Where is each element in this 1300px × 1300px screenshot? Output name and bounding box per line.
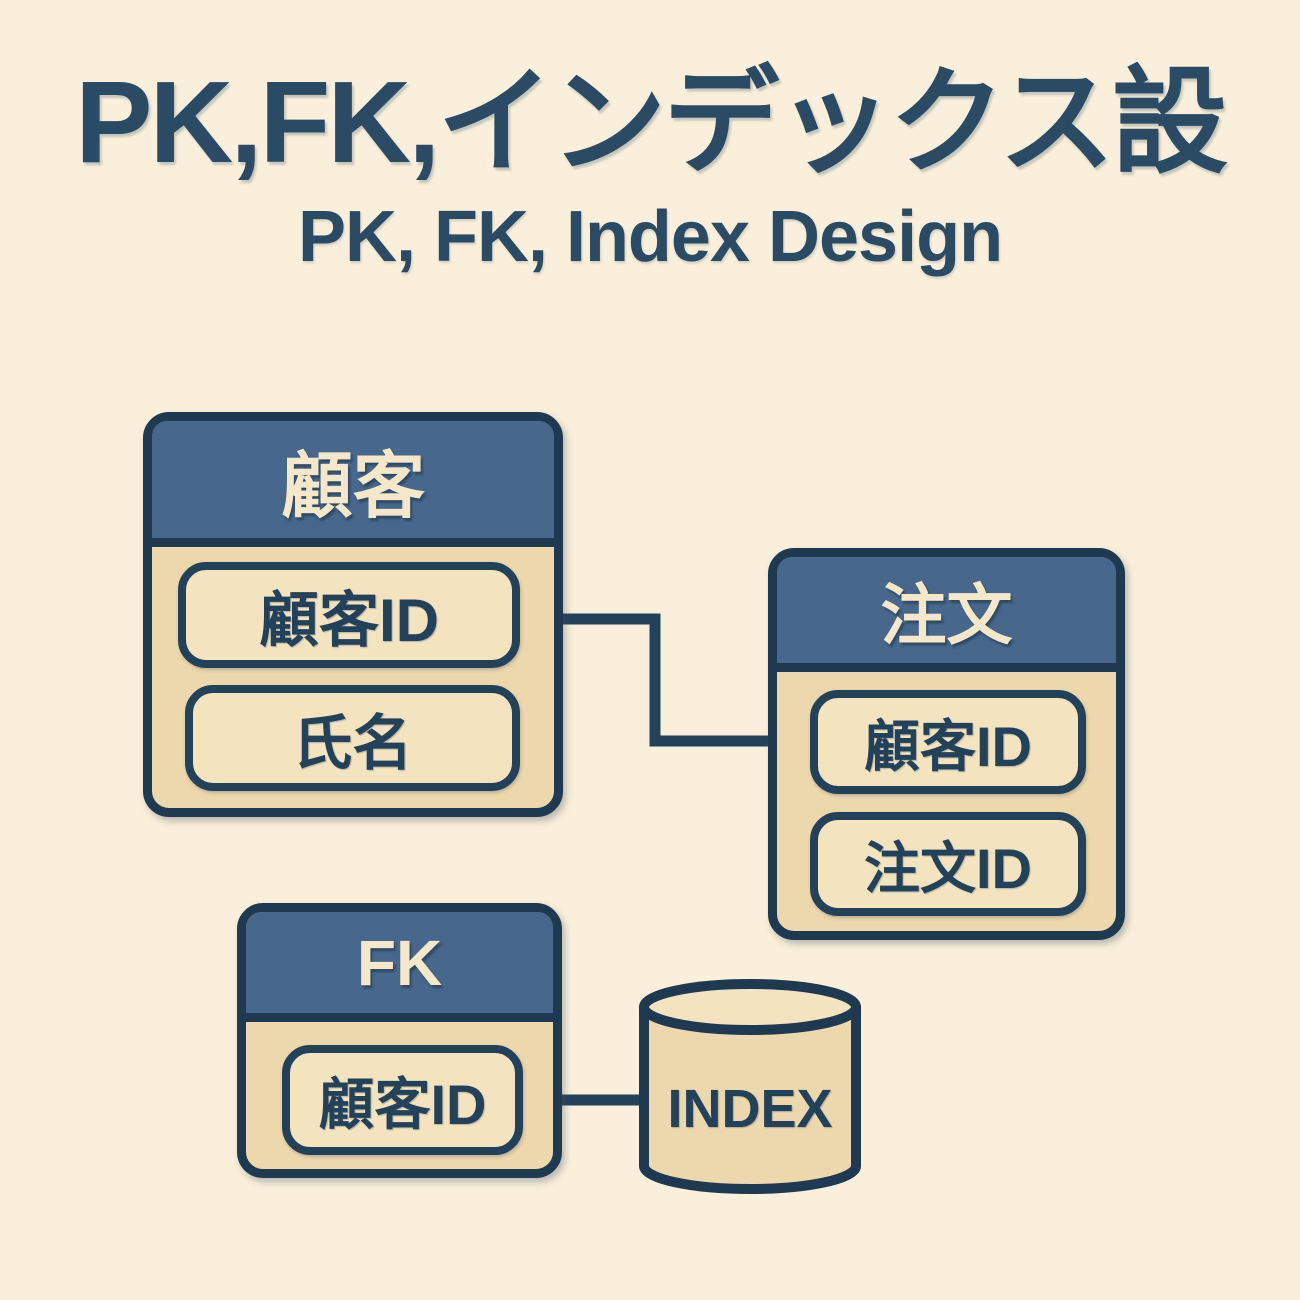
customer-table: 顧客 顧客ID 氏名 [143,412,563,817]
title-block: PK,FK,インデックス設 PK, FK, Index Design [0,52,1300,278]
fk-table: FK 顧客ID [237,903,562,1178]
page-subtitle: PK, FK, Index Design [297,196,1003,277]
order-table-header: 注文 [777,557,1116,672]
fk-table-header: FK [246,912,553,1022]
page-title: PK,FK,インデックス設 [75,57,1228,187]
cylinder-body [639,1007,861,1194]
order-customer-id-field: 顧客ID [810,690,1086,794]
customer-id-label: 顧客ID [259,586,439,654]
fk-customer-id-label: 顧客ID [318,1072,487,1136]
order-table-body: 顧客ID 注文ID [777,690,1116,916]
index-cylinder-label: INDEX [667,1079,833,1139]
fk-table-body: 顧客ID [246,1045,553,1155]
customer-name-label: 氏名 [292,709,413,777]
customer-id-field: 顧客ID [178,562,520,668]
customer-table-body: 顧客ID 氏名 [152,562,554,791]
database-cylinder-icon [639,979,861,1194]
customer-table-header: 顧客 [152,421,554,547]
fk-customer-id-field: 顧客ID [282,1045,523,1155]
connector-customer-order [505,613,815,747]
fk-table-title: FK [356,926,443,999]
order-table: 注文 顧客ID 注文ID [768,548,1125,940]
order-id-field: 注文ID [810,812,1086,916]
order-id-label: 注文ID [864,836,1032,900]
order-customer-id-label: 顧客ID [864,714,1032,778]
order-table-title: 注文 [880,578,1013,652]
customer-name-field: 氏名 [185,685,520,791]
cylinder-top [639,979,861,1035]
customer-table-title: 顧客 [280,447,425,527]
